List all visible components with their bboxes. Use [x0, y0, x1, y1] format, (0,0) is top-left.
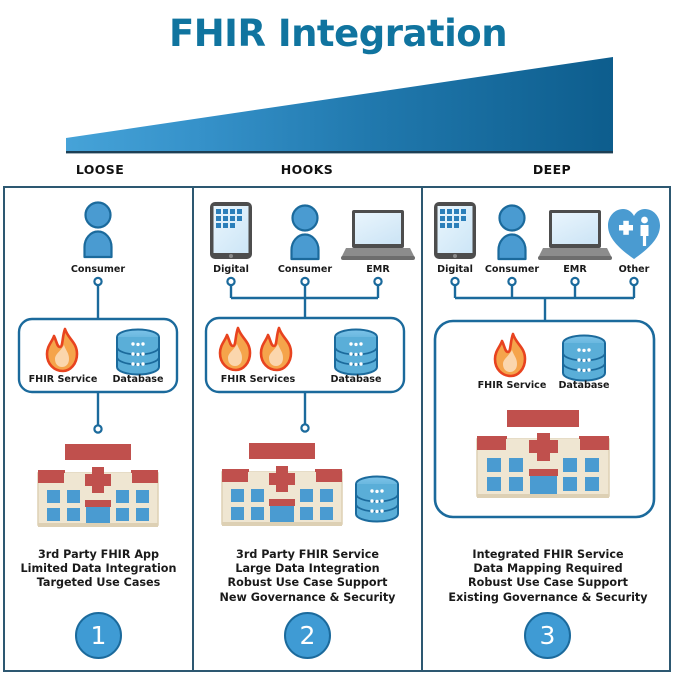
- scale-label-deep: DEEP: [532, 162, 572, 177]
- external-database-icon: [355, 475, 399, 523]
- node-label-consumer: Consumer: [278, 264, 333, 275]
- scale-label-loose: LOOSE: [75, 162, 125, 177]
- laptop-icon: [341, 210, 415, 260]
- page-title: FHIR Integration: [168, 12, 508, 55]
- flame-icon: [45, 327, 79, 373]
- connector-bus: [226, 276, 383, 318]
- hospital-icon: [37, 444, 159, 527]
- person-icon: [290, 204, 320, 261]
- person-icon: [497, 204, 527, 261]
- label-database: Database: [330, 374, 382, 385]
- label-fhir-services: FHIR Services: [221, 374, 296, 385]
- flame-icon-2: [259, 326, 293, 372]
- database-icon: [116, 328, 160, 376]
- flame-icon: [218, 326, 252, 372]
- scenario-column-1[interactable]: Consumer FHIR Service: [5, 188, 192, 670]
- scenario-number-1[interactable]: 1: [75, 612, 122, 659]
- database-icon: [334, 328, 378, 376]
- label-database: Database: [112, 374, 164, 385]
- scenario-caption-2: 3rd Party FHIR Service Large Data Integr…: [219, 548, 396, 604]
- node-label-digital: Digital: [213, 264, 249, 275]
- node-label-other: Other: [619, 264, 650, 275]
- scenario-caption-3: Integrated FHIR Service Data Mapping Req…: [448, 548, 648, 604]
- connector-service-to-hospital: [300, 392, 310, 433]
- node-label-emr: EMR: [366, 264, 390, 275]
- connector-consumer-to-service: [93, 276, 103, 319]
- node-label-emr: EMR: [563, 264, 587, 275]
- node-label-consumer: Consumer: [71, 264, 126, 275]
- connector-bus: [450, 276, 639, 321]
- database-icon: [562, 334, 606, 382]
- heart-health-icon: [608, 209, 660, 259]
- spectrum-scale-labels: LOOSE HOOKS DEEP: [0, 162, 676, 180]
- hospital-icon: [221, 443, 343, 526]
- column-divider-1: [192, 188, 194, 670]
- hospital-icon: [476, 410, 610, 498]
- laptop-icon: [538, 210, 612, 260]
- label-fhir-service: FHIR Service: [478, 380, 547, 391]
- scenarios-panel: Consumer FHIR Service: [3, 186, 671, 672]
- scenario-column-2[interactable]: Digital Consumer EMR: [194, 188, 421, 670]
- node-label-consumer: Consumer: [485, 264, 540, 275]
- scenario-number-3[interactable]: 3: [524, 612, 571, 659]
- label-database: Database: [558, 380, 610, 391]
- scenario-caption-1: 3rd Party FHIR App Limited Data Integrat…: [20, 548, 177, 590]
- flame-icon: [493, 332, 527, 378]
- tablet-icon: [210, 202, 252, 259]
- column-divider-2: [421, 188, 423, 670]
- label-fhir-service: FHIR Service: [29, 374, 98, 385]
- node-label-digital: Digital: [437, 264, 473, 275]
- connector-service-to-hospital: [93, 392, 103, 434]
- scale-label-hooks: HOOKS: [280, 162, 334, 177]
- scenario-column-3[interactable]: Digital Consumer EMR: [423, 188, 673, 670]
- tablet-icon: [434, 202, 476, 259]
- person-icon: [83, 201, 113, 259]
- scenario-number-2[interactable]: 2: [284, 612, 331, 659]
- integration-spectrum-wedge: [0, 52, 676, 156]
